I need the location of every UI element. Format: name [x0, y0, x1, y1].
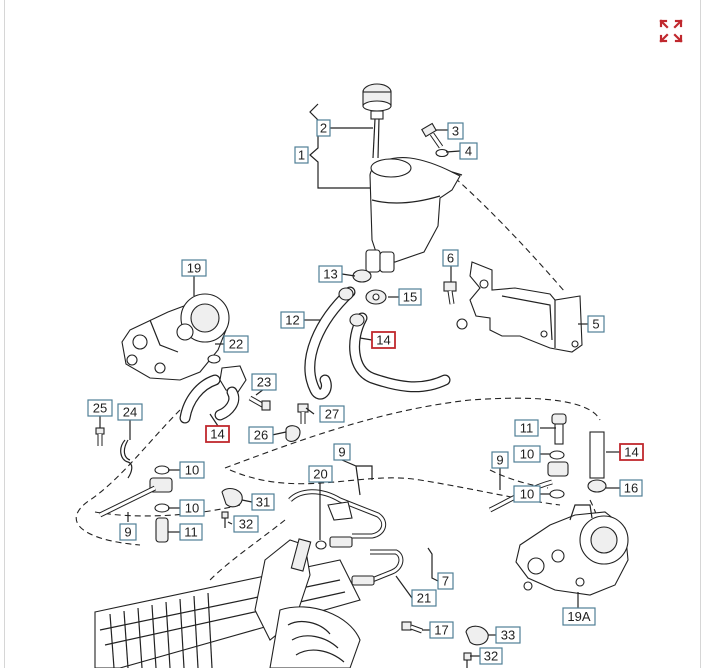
- callout-14-right-text: 14: [624, 445, 638, 460]
- callout-1-text: 1: [298, 148, 305, 163]
- hose-clamps-upper: [352, 269, 387, 305]
- callout-10-right-a[interactable]: 10: [513, 445, 541, 463]
- callout-13-text: 13: [323, 267, 337, 282]
- callout-9-center[interactable]: 9: [333, 443, 351, 461]
- callout-9-left-text: 9: [124, 525, 131, 540]
- callout-5-text: 5: [592, 317, 599, 332]
- callout-22[interactable]: 22: [223, 335, 249, 353]
- callout-3-text: 3: [452, 124, 459, 139]
- callout-9-center-text: 9: [338, 445, 345, 460]
- callout-19-text: 19: [187, 261, 201, 276]
- clamp-and-bolt-26-27: [285, 403, 309, 442]
- callout-23-text: 23: [257, 375, 271, 390]
- reservoir-hoses: [304, 286, 451, 400]
- callout-11-left[interactable]: 11: [179, 523, 203, 541]
- callout-12-text: 12: [285, 313, 299, 328]
- callout-13[interactable]: 13: [318, 265, 343, 283]
- pump-fittings: [179, 354, 271, 424]
- diagram-frame: [4, 0, 701, 668]
- callout-12[interactable]: 12: [280, 311, 305, 329]
- callout-14-top[interactable]: 14: [371, 331, 396, 349]
- callout-15-text: 15: [403, 290, 417, 305]
- power-steering-pump-upper: [121, 293, 230, 381]
- callout-32-left[interactable]: 32: [233, 515, 259, 533]
- callout-23[interactable]: 23: [251, 373, 277, 391]
- power-steering-pump-lower: [515, 504, 629, 596]
- callout-14-right[interactable]: 14: [619, 443, 644, 461]
- callout-6[interactable]: 6: [442, 249, 459, 267]
- callout-19a-text: 19A: [567, 609, 590, 624]
- callout-10-left-b[interactable]: 10: [179, 499, 205, 517]
- callout-32-left-text: 32: [239, 517, 253, 532]
- callout-24[interactable]: 24: [117, 403, 143, 421]
- callout-25[interactable]: 25: [87, 399, 113, 417]
- callout-5[interactable]: 5: [587, 315, 605, 333]
- callout-21-text: 21: [417, 591, 431, 606]
- left-return-line: [95, 427, 173, 543]
- callout-10-right-a-text: 10: [520, 447, 534, 462]
- callout-10-right-b-text: 10: [520, 487, 534, 502]
- callout-4-text: 4: [465, 144, 472, 159]
- callout-24-text: 24: [123, 405, 137, 420]
- callout-19[interactable]: 19: [181, 259, 207, 277]
- fluid-reservoir: [365, 157, 463, 273]
- expand-button[interactable]: [656, 16, 686, 46]
- expand-arrows-icon: [659, 19, 683, 43]
- callout-27-text: 27: [325, 407, 339, 422]
- center-pressure-lines: [288, 489, 387, 550]
- steering-rack: [94, 538, 361, 668]
- rack-teeth: [109, 592, 213, 668]
- callout-6-text: 6: [447, 251, 454, 266]
- callout-1[interactable]: 1: [294, 146, 309, 164]
- callout-10-right-b[interactable]: 10: [513, 485, 541, 503]
- callout-32-right-text: 32: [484, 649, 498, 664]
- callout-11-right-text: 11: [520, 421, 534, 436]
- callout-17-text: 17: [434, 623, 448, 638]
- callout-11-right[interactable]: 11: [514, 419, 539, 437]
- callout-20[interactable]: 20: [308, 465, 333, 483]
- callout-2-text: 2: [320, 121, 327, 136]
- callout-15[interactable]: 15: [398, 288, 422, 306]
- callout-10-left-b-text: 10: [185, 501, 199, 516]
- callout-17[interactable]: 17: [429, 621, 454, 639]
- mounting-bracket: [456, 261, 583, 353]
- bolt-and-washer: [421, 122, 449, 158]
- callout-32-right[interactable]: 32: [479, 647, 503, 665]
- callout-27[interactable]: 27: [319, 405, 345, 423]
- callout-25-text: 25: [93, 401, 107, 416]
- reservoir-cap: [362, 83, 392, 159]
- callout-4[interactable]: 4: [459, 142, 478, 160]
- callout-10-left-a[interactable]: 10: [179, 461, 205, 479]
- callout-33[interactable]: 33: [495, 626, 521, 644]
- callout-31[interactable]: 31: [251, 493, 275, 511]
- bracket-bolt: [443, 281, 457, 305]
- callout-26[interactable]: 26: [248, 426, 274, 444]
- callout-14-left[interactable]: 14: [205, 425, 230, 443]
- callout-7[interactable]: 7: [437, 572, 454, 590]
- callout-33-text: 33: [501, 628, 515, 643]
- callout-21[interactable]: 21: [411, 589, 437, 607]
- callout-26-text: 26: [254, 428, 268, 443]
- rack-boot-ribs: [287, 621, 345, 663]
- callout-19a[interactable]: 19A: [562, 607, 596, 626]
- callout-3[interactable]: 3: [447, 122, 464, 140]
- callout-22-text: 22: [229, 337, 243, 352]
- callout-10-left-a-text: 10: [185, 463, 199, 478]
- callout-31-text: 31: [256, 495, 270, 510]
- callout-14-left-text: 14: [210, 427, 224, 442]
- callout-16[interactable]: 16: [619, 479, 643, 497]
- callout-16-text: 16: [624, 481, 638, 496]
- callout-20-text: 20: [313, 467, 327, 482]
- lower-bolts: [401, 621, 489, 668]
- callout-7-text: 7: [442, 574, 449, 589]
- callout-2[interactable]: 2: [316, 119, 331, 137]
- callout-9-right[interactable]: 9: [491, 451, 509, 469]
- callout-9-right-text: 9: [496, 453, 503, 468]
- callout-9-left[interactable]: 9: [119, 523, 137, 541]
- callout-11-left-text: 11: [184, 525, 198, 540]
- callout-14-top-text: 14: [376, 333, 390, 348]
- clamps-31-32: [221, 487, 243, 528]
- leader-lines: [99, 103, 620, 657]
